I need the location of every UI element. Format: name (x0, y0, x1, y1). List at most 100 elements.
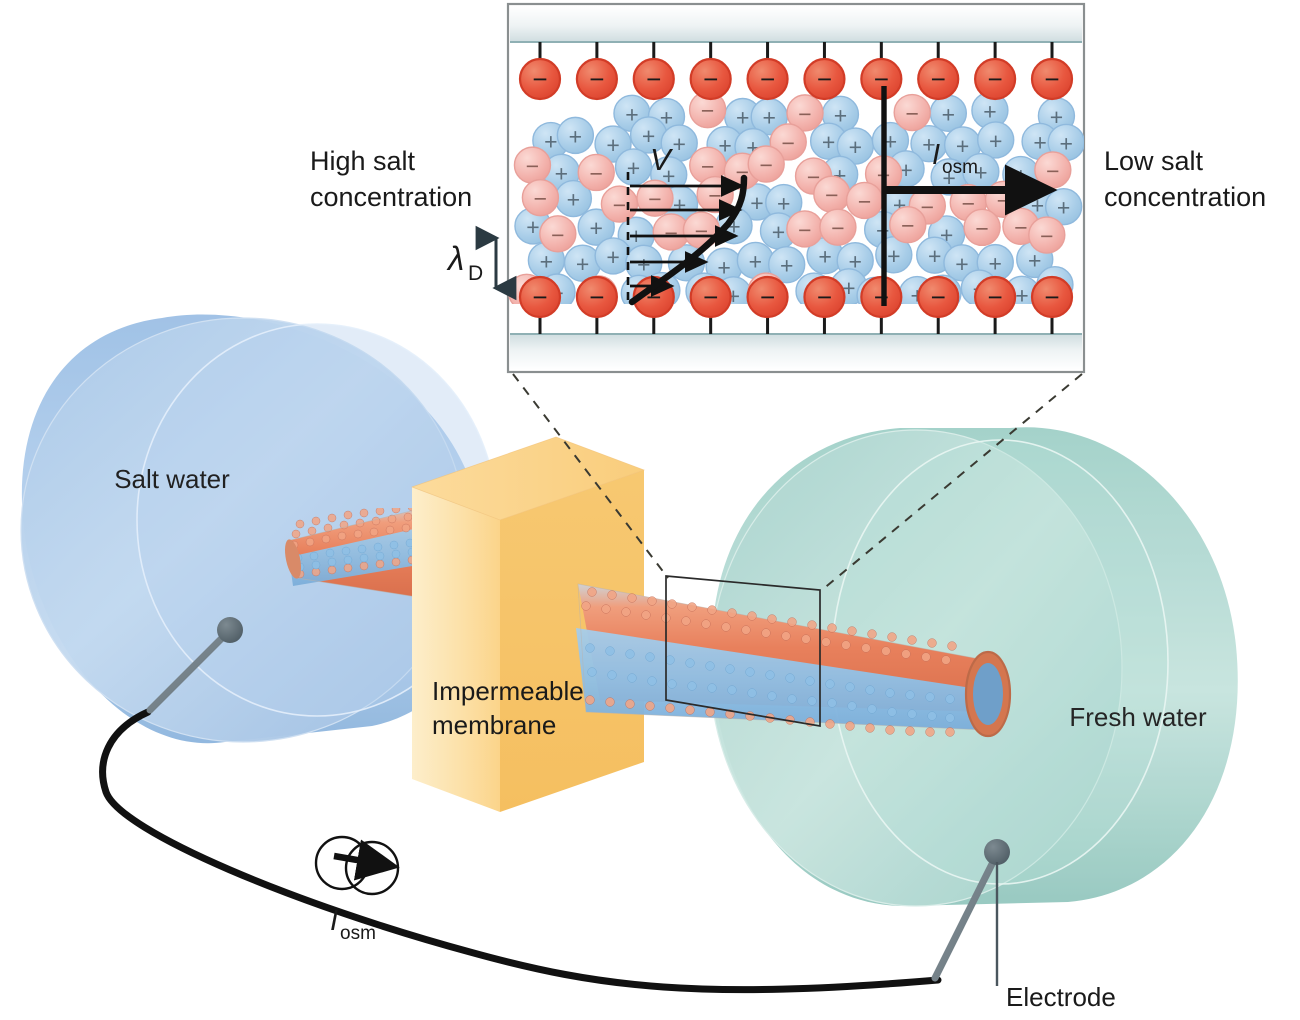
ion-sign: − (1040, 223, 1053, 249)
electrode-right: Electrode (931, 839, 1116, 1012)
cation: + (554, 179, 593, 218)
ion-sign: + (540, 248, 553, 274)
anion: − (1028, 216, 1066, 254)
wall-charge-sign: − (1044, 282, 1059, 312)
wall-charges-top: −−−−−−−−−− (518, 42, 1074, 101)
wall-charge (746, 275, 789, 319)
current-source-label: I osm (330, 905, 376, 944)
cation: + (765, 183, 803, 222)
anion: − (813, 175, 851, 213)
cation: + (594, 237, 632, 275)
nanotube-open-end (964, 650, 1012, 738)
anion: − (696, 175, 734, 214)
ion-sign: + (750, 190, 763, 216)
cation: + (736, 241, 775, 280)
cation: + (977, 121, 1015, 159)
wall-charge-sign: − (646, 64, 661, 94)
ion-sign: − (1046, 158, 1059, 184)
ion-sign: + (1028, 247, 1041, 273)
ion-sign: − (798, 101, 811, 127)
ion-sign: − (551, 222, 564, 248)
wall-charge-sign: − (703, 282, 718, 312)
ion-sign: + (555, 160, 568, 186)
membrane-label-line2: membrane (432, 710, 556, 740)
electrode-label: Electrode (1006, 982, 1116, 1012)
wall-charge-sign: − (532, 64, 547, 94)
osmotic-current: I osm (881, 86, 1058, 306)
velocity-label: V (650, 142, 674, 177)
ion-sign: + (1059, 130, 1072, 156)
anion: − (521, 178, 560, 217)
ion-sign: + (567, 187, 580, 213)
anion: − (513, 146, 552, 184)
current-source-symbol-I: I (330, 905, 338, 937)
ion-sign: − (613, 192, 626, 218)
ion-sign: + (922, 132, 935, 158)
ion-sign: + (544, 129, 557, 155)
wall-charge (917, 275, 960, 319)
cation: + (768, 245, 806, 284)
ion-sign: + (576, 251, 589, 277)
anion: − (893, 93, 931, 132)
low-salt-label-line1: Low salt (1104, 146, 1204, 176)
osmotic-current-symbol-sub: osm (942, 157, 978, 178)
debye-length-lambda: λ (446, 240, 464, 277)
ion-sign: + (822, 129, 835, 155)
low-salt-label-line2: concentration (1104, 182, 1266, 212)
wall-charge (974, 57, 1017, 101)
wall-charge (803, 275, 846, 319)
wall-charge-sign: − (589, 64, 604, 94)
ion-sign: + (672, 131, 685, 157)
ion-sign: + (956, 133, 969, 159)
current-source-symbol-sub: osm (340, 923, 376, 944)
anion: − (1002, 207, 1040, 246)
wall-charge-sign: − (760, 282, 775, 312)
ion-sign: − (708, 183, 721, 209)
ion-sign: + (974, 160, 987, 186)
anion: − (786, 210, 824, 248)
ion-sign: − (905, 101, 918, 127)
cation: + (1021, 122, 1059, 161)
high-salt-label-line1: High salt (310, 146, 416, 176)
salt-water-label: Salt water (114, 464, 230, 494)
fresh-water-label: Fresh water (1069, 702, 1207, 732)
cation: + (556, 116, 595, 155)
ion-sign: − (975, 215, 988, 241)
inset-top-wall (510, 6, 1082, 43)
ion-sign: − (759, 152, 772, 178)
ion-sign: − (901, 213, 914, 239)
cation: + (750, 98, 788, 136)
ion-sign: + (625, 101, 638, 127)
wall-charge (632, 57, 675, 101)
wall-charge-sign: − (817, 64, 832, 94)
cation: + (1047, 123, 1084, 162)
cation: + (943, 126, 982, 164)
ion-sign: + (606, 132, 619, 158)
anion: − (845, 181, 884, 220)
anion: − (688, 90, 727, 129)
wall-charge-sign: − (817, 282, 832, 312)
ion-sign: − (798, 217, 811, 243)
debye-length-subscript: D (468, 262, 483, 285)
callout-rectangle (665, 575, 821, 728)
wall-charge-sign: − (703, 64, 718, 94)
wall-charge (1030, 275, 1074, 319)
wall-charge (689, 57, 732, 101)
inset-outside-labels: High salt concentration Low salt concent… (310, 146, 1266, 301)
ion-sign: + (1014, 163, 1027, 189)
ion-sign: − (534, 186, 547, 212)
callout-leader-lines (512, 373, 1083, 591)
anion: − (889, 206, 927, 244)
wall-charge-sign: − (589, 282, 604, 312)
ion-sign: + (662, 163, 675, 189)
current-source-symbol (314, 835, 400, 896)
ion-sign: − (665, 220, 678, 246)
ion-sign: + (983, 98, 996, 124)
wall-charge-sign: − (1044, 64, 1059, 94)
ion-sign: + (772, 219, 785, 245)
impermeable-membrane: Impermeable membrane (410, 436, 646, 812)
ion-sign: + (989, 128, 1002, 154)
anion: − (747, 145, 785, 183)
cation: + (910, 124, 948, 163)
